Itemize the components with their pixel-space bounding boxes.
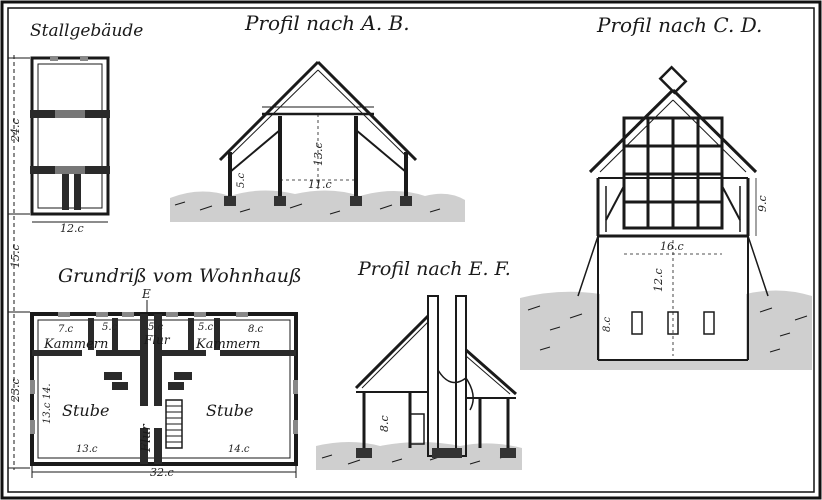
room-dim-5-right: 5.c bbox=[198, 322, 214, 333]
dim-stall-height: 24.c bbox=[9, 118, 22, 143]
marker-e: E bbox=[141, 287, 151, 301]
dim-ab-post: 5.c bbox=[236, 172, 247, 188]
room-label-flur-top: Flur bbox=[143, 333, 171, 347]
room-label-stube-left: Stube bbox=[62, 401, 109, 420]
dim-ab-height: 13.c bbox=[312, 142, 325, 166]
profile-ef: 8.c bbox=[316, 295, 522, 470]
room-label-kammern-right: Kammern bbox=[195, 337, 260, 352]
house-floorplan: E 7.c bbox=[30, 287, 298, 479]
room-dim-14-bottom: 14.c bbox=[228, 444, 250, 455]
dim-house-height: 23.c bbox=[9, 378, 22, 403]
room-label-stube-right: Stube bbox=[206, 401, 253, 420]
dim-house-width: 32.c bbox=[150, 466, 174, 479]
caption-stall: Stallgebäude bbox=[30, 21, 143, 41]
stall-plan: 12.c bbox=[30, 56, 110, 235]
dim-cd-height: 12.c bbox=[652, 268, 665, 292]
room-dim-13-14: 13.c 14. bbox=[42, 383, 53, 424]
room-label-flur-vertical: Flur bbox=[139, 423, 154, 453]
dim-ab-width: 11.c bbox=[308, 178, 332, 191]
room-dim-5-left: 5.c bbox=[102, 322, 118, 333]
dim-ef-height: 8.c bbox=[378, 415, 391, 432]
dim-cd-width: 16.c bbox=[660, 240, 684, 253]
dim-cd-gable: 9.c bbox=[756, 195, 769, 212]
caption-profile-ab: Profil nach A. B. bbox=[244, 11, 410, 35]
dim-gap: 15.c bbox=[9, 244, 22, 268]
dim-cd-side: 8.c bbox=[602, 316, 613, 332]
profile-ab: 13.c 11.c 5.c bbox=[170, 60, 465, 222]
inner-border bbox=[7, 7, 815, 493]
room-dim-13-bottom: 13.c bbox=[76, 444, 98, 455]
room-dim-8: 8.c bbox=[248, 324, 264, 335]
caption-profile-ef: Profil nach E. F. bbox=[357, 258, 511, 280]
dim-stall-width: 12.c bbox=[60, 222, 84, 235]
caption-floorplan: Grundriß vom Wohnhauß bbox=[58, 265, 302, 287]
room-dim-7: 7.c bbox=[58, 324, 74, 335]
left-dimension-line: 24.c 15.c 23.c bbox=[8, 55, 30, 470]
room-label-kammern-left: Kammern bbox=[43, 337, 108, 352]
caption-profile-cd: Profil nach C. D. bbox=[596, 13, 762, 37]
room-dim-5-center: 5.c bbox=[148, 322, 164, 333]
profile-cd: 16.c 12.c 9.c 8.c bbox=[520, 65, 812, 370]
